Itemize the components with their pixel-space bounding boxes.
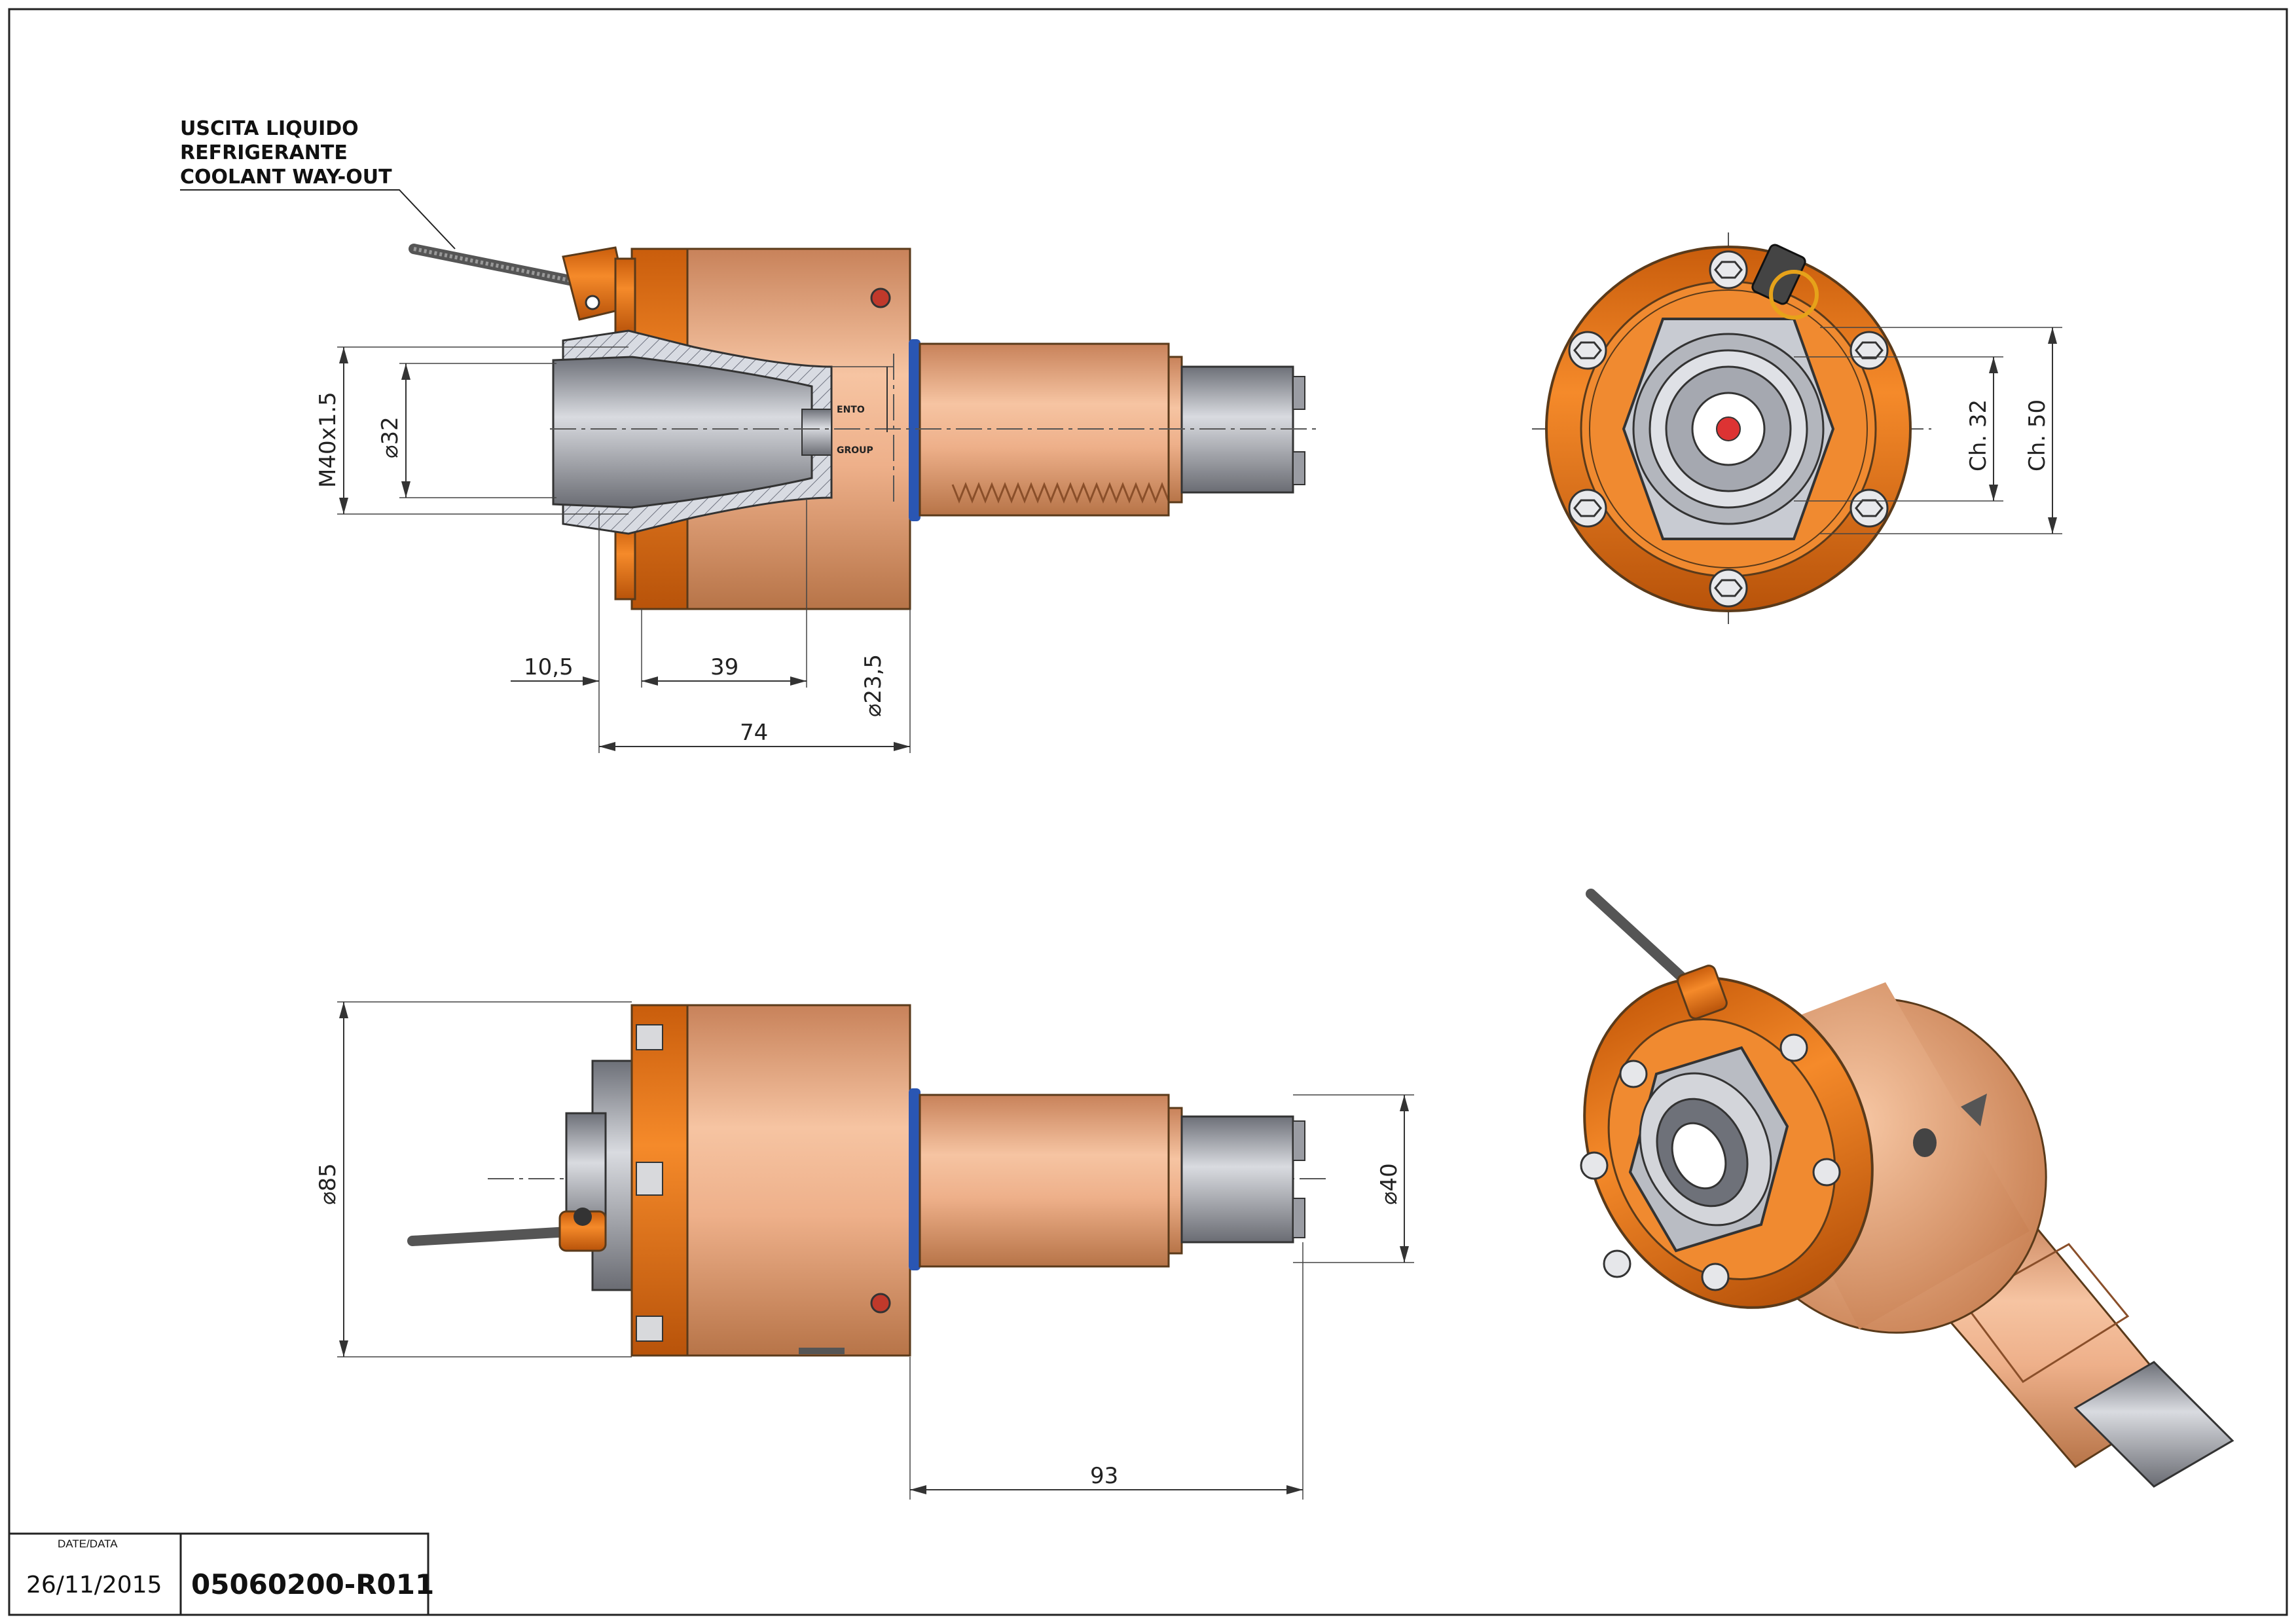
front-coolant-hole	[1716, 416, 1741, 441]
dim-40: ⌀40	[1376, 1163, 1402, 1205]
dim-85: ⌀85	[315, 1163, 341, 1205]
isometric-view	[1580, 889, 2234, 1488]
sheet-border	[8, 8, 2288, 1616]
dim-bore: ⌀32	[377, 416, 403, 458]
drawing-code: 05060200-R011	[191, 1568, 434, 1600]
engraving-ento: ENTO	[837, 405, 865, 415]
front-bolts	[1568, 250, 1889, 608]
callout-line-1: USCITA LIQUIDO	[180, 117, 359, 140]
dim-93: 93	[1090, 1463, 1118, 1489]
title-block: DATE/DATA 26/11/2015 05060200-R011	[8, 1532, 434, 1616]
side-coolant-pipe	[407, 1226, 585, 1246]
dim-23-5: ⌀23,5	[860, 654, 886, 717]
shank-teeth	[951, 481, 1176, 504]
dim-39: 39	[710, 654, 738, 680]
top-view: ENTO GROUP USCITA LIQUIDO REFRIGERANTE C…	[180, 117, 1316, 753]
blue-o-ring	[909, 339, 920, 521]
dim-ch32: Ch. 32	[1965, 399, 1992, 471]
callout-line-2: REFRIGERANTE	[180, 141, 348, 164]
iso-spigot	[2073, 1361, 2234, 1488]
coolant-pipe	[409, 244, 581, 287]
screw-hole	[870, 287, 891, 308]
front-coolant-fitting	[1751, 244, 1806, 305]
callout-line-3: COOLANT WAY-OUT	[180, 166, 392, 189]
dim-thread: M40x1.5	[315, 392, 341, 488]
callout-leader	[180, 189, 456, 249]
dim-74: 74	[740, 720, 768, 746]
date-value: 26/11/2015	[26, 1572, 162, 1598]
engraving-group: GROUP	[837, 445, 873, 456]
front-view: Ch. 32 Ch. 50	[1532, 232, 2062, 629]
date-label: DATE/DATA	[58, 1538, 118, 1550]
iso-logo-mark	[1961, 1094, 1987, 1126]
side-view: ⌀85 ⌀40 93	[315, 1001, 1414, 1500]
dim-10-5: 10,5	[524, 654, 574, 680]
collet	[552, 356, 813, 509]
steel-spigot	[1180, 365, 1294, 494]
dim-ch50: Ch. 50	[2024, 399, 2050, 471]
